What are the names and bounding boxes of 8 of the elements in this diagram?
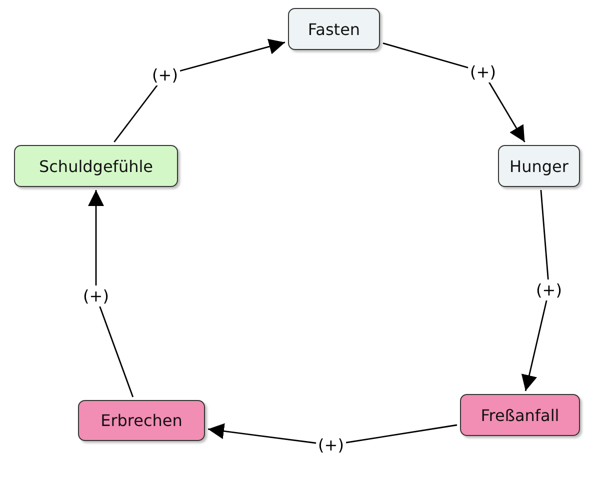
- concept-box: Freßanfall: [460, 394, 580, 436]
- arrow: [521, 190, 550, 392]
- concept-box: Erbrechen: [78, 400, 205, 441]
- concept-box: Fasten: [288, 8, 380, 50]
- concept-box: Schuldgefühle: [14, 145, 178, 187]
- edge-label: (+): [534, 280, 564, 300]
- concept-box: Hunger: [498, 145, 580, 187]
- edge-label: (+): [81, 286, 111, 306]
